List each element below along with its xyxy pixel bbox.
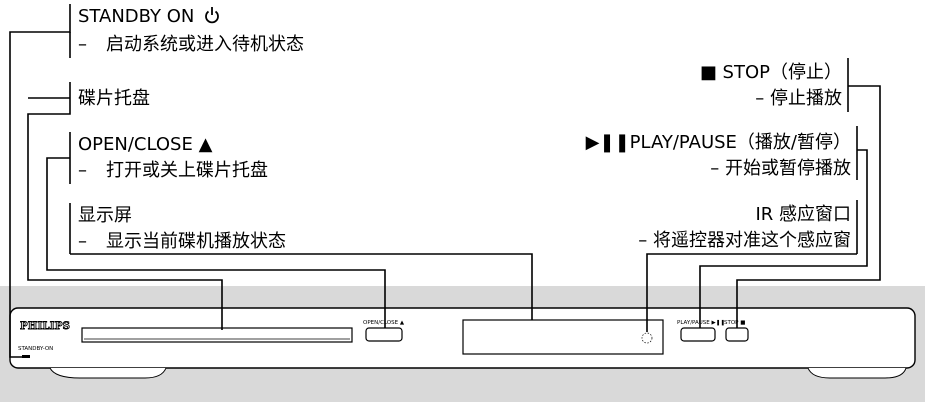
right-foot xyxy=(807,367,907,379)
open-close-title: OPEN/CLOSE ▲ xyxy=(78,134,213,155)
ir-desc: – 将遥控器对准这个感应窗 xyxy=(638,230,851,251)
standby-desc-row: –启动系统或进入待机状态 xyxy=(78,34,304,55)
open-close-desc: 打开或关上碟片托盘 xyxy=(106,160,268,181)
left-foot xyxy=(49,367,167,379)
play-pause-title: ▶❚❚PLAY/PAUSE（播放/暂停） xyxy=(585,132,851,153)
display-title: 显示屏 xyxy=(78,205,132,226)
stop-desc: – 停止播放 xyxy=(755,88,842,109)
ir-title: IR 感应窗口 xyxy=(755,204,851,225)
display-desc-row: –显示当前碟机播放状态 xyxy=(78,231,286,252)
play-pause-print: PLAY/PAUSE ▶❚❚ xyxy=(677,319,725,326)
stop-title: ■ STOP（停止） xyxy=(699,62,842,83)
standby-callout: STANDBY ON xyxy=(78,6,220,30)
ir-sensor xyxy=(641,332,653,344)
display-window xyxy=(462,319,664,355)
power-icon xyxy=(204,6,220,30)
standby-print: STANDBY-ON xyxy=(18,346,53,352)
display-desc: 显示当前碟机播放状态 xyxy=(106,231,286,252)
standby-indicator xyxy=(22,355,30,358)
play-pause-desc: – 开始或暂停播放 xyxy=(710,158,851,179)
play-pause-button[interactable] xyxy=(680,327,716,342)
standby-title: STANDBY ON xyxy=(78,6,195,27)
disc-tray-title: 碟片托盘 xyxy=(78,88,150,109)
brand-logo: PHILIPS xyxy=(20,321,70,332)
open-close-desc-row: –打开或关上碟片托盘 xyxy=(78,160,268,181)
open-close-print: OPEN/CLOSE ▲ xyxy=(363,320,405,326)
stop-print: STOP ■ xyxy=(724,320,745,326)
disc-tray xyxy=(81,327,353,343)
standby-desc: 启动系统或进入待机状态 xyxy=(106,34,304,55)
open-close-button[interactable] xyxy=(365,327,403,342)
